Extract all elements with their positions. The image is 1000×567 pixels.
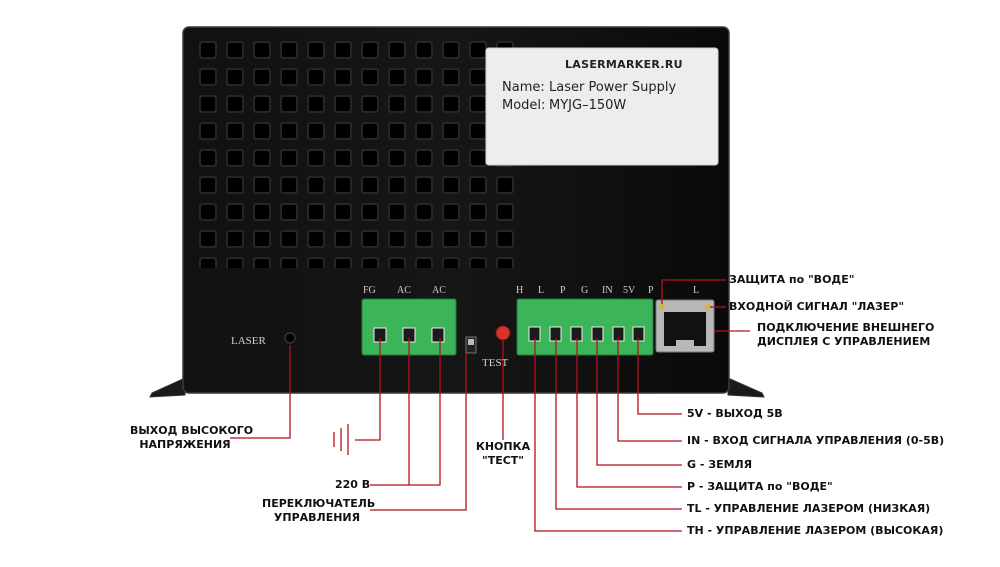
leader-th [534,338,682,532]
annotation-switch-line1: ПЕРЕКЛЮЧАТЕЛЬ [262,497,376,510]
leader-5v [637,338,682,415]
panel-label-fg: FG [363,285,376,296]
panel-label-p: P [560,285,566,296]
annotation-test-line1: КНОПКА [475,440,531,453]
ac-terminal-screw-3 [431,327,445,343]
annotation-in: IN - ВХОД СИГНАЛА УПРАВЛЕНИЯ (0-5В) [687,434,945,447]
annotation-display-line2: ДИСПЛЕЯ С УПРАВЛЕНИЕМ [757,335,931,348]
sticker-model-value: MYJG–150W [549,98,627,113]
annotation-test-line2: "ТЕСТ" [481,454,525,467]
leader-hv-output [230,345,291,439]
annotation-laser-input: ВХОДНОЙ СИГНАЛ "ЛАЗЕР" [729,300,905,313]
sticker-name-label: Name: [502,80,545,95]
annotation-switch-line2: УПРАВЛЕНИЯ [273,511,361,524]
annotation-220v: 220 В [335,478,371,491]
ground-symbol-icon [333,424,349,455]
panel-label-in: IN [602,285,613,296]
hv-output-hole [284,332,296,344]
annotation-5v: 5V - ВЫХОД 5В [687,407,783,420]
left-mounting-flange [149,377,186,398]
test-button[interactable] [495,325,511,341]
panel-label-g: G [581,285,589,296]
panel-label-ac-1: AC [397,285,411,296]
model-sticker [485,47,719,166]
ventilation-grid [196,38,520,268]
leader-ground [355,338,381,441]
control-switch-lever [468,339,474,345]
panel-label-5v: 5V [623,285,636,296]
annotation-p: P - ЗАЩИТА по "ВОДЕ" [687,480,833,493]
panel-label-ac-2: AC [432,285,446,296]
panel-label-test: TEST [482,357,509,369]
sticker-name-value: Laser Power Supply [549,80,677,95]
annotation-hv-line1: ВЫХОД ВЫСОКОГО [130,424,254,437]
panel-label-p-rj45: P [648,285,654,296]
annotation-g: G - ЗЕМЛЯ [687,458,753,471]
annotation-tl: TL - УПРАВЛЕНИЕ ЛАЗЕРОМ (НИЗКАЯ) [687,502,931,515]
right-mounting-flange [727,377,765,398]
leader-g [596,338,682,466]
annotation-hv-line2: НАПРЯЖЕНИЯ [139,438,231,451]
panel-label-l-rj45: L [693,285,700,296]
leader-in [617,338,682,442]
panel-label-h: H [516,285,524,296]
leader-220v [408,338,441,486]
panel-label-laser: LASER [231,335,266,347]
sticker-model-label: Model: [502,98,546,113]
panel-label-l: L [538,285,545,296]
leader-switch [370,353,467,511]
leader-tl [555,338,682,510]
leader-water [661,279,726,304]
annotation-display-line1: ПОДКЛЮЧЕНИЕ ВНЕШНЕГО [757,321,935,334]
rj45-port-icon [655,299,715,353]
annotation-water-protection: ЗАЩИТА по "ВОДЕ" [729,273,855,286]
sticker-brand: LASERMARKER.RU [565,58,683,71]
annotation-th: TH - УПРАВЛЕНИЕ ЛАЗЕРОМ (ВЫСОКАЯ) [687,524,944,537]
leader-p [576,338,682,488]
